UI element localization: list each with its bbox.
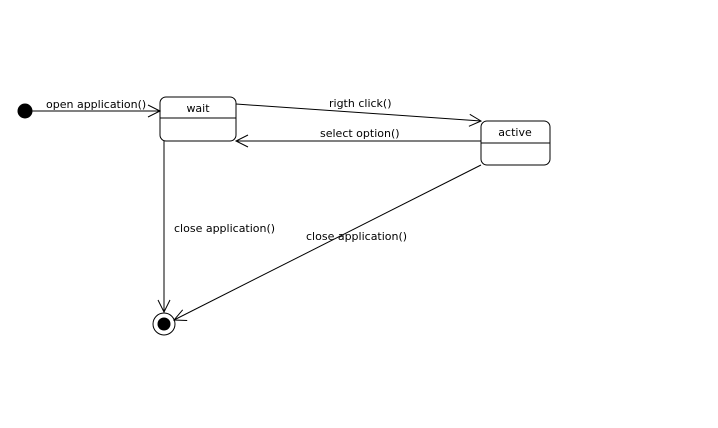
state-wait: wait <box>159 96 237 142</box>
transition-close-application-from-wait-arrowhead <box>157 299 171 314</box>
transition-close-application-from-wait-label: close application() <box>174 222 275 235</box>
final-node-inner-dot <box>157 317 171 331</box>
state-active-label: active <box>498 126 532 139</box>
transition-close-application-from-active-line <box>173 164 482 321</box>
transition-close-application-from-active-arrowhead <box>172 309 188 321</box>
state-wait-label: wait <box>186 102 210 115</box>
initial-node <box>17 103 33 119</box>
transition-rigth-click-line <box>235 103 482 122</box>
transition-open-application: open application() <box>32 98 162 118</box>
transition-close-application-from-wait: close application() <box>157 141 275 314</box>
transition-select-option-arrowhead <box>234 134 249 148</box>
transition-rigth-click-arrowhead <box>468 113 483 127</box>
transition-close-application-from-active-label: close application() <box>306 230 407 243</box>
transition-select-option-label: select option() <box>320 127 400 140</box>
transition-open-application-label: open application() <box>46 98 146 111</box>
transition-rigth-click: rigth click() <box>235 97 483 127</box>
transition-open-application-arrowhead <box>147 104 162 118</box>
final-node <box>152 312 176 336</box>
state-active: active <box>480 120 551 166</box>
transition-close-application-from-active: close application() <box>172 164 482 321</box>
transition-select-option: select option() <box>234 127 481 148</box>
state-wait-box <box>159 96 237 142</box>
transition-rigth-click-label: rigth click() <box>329 97 392 110</box>
